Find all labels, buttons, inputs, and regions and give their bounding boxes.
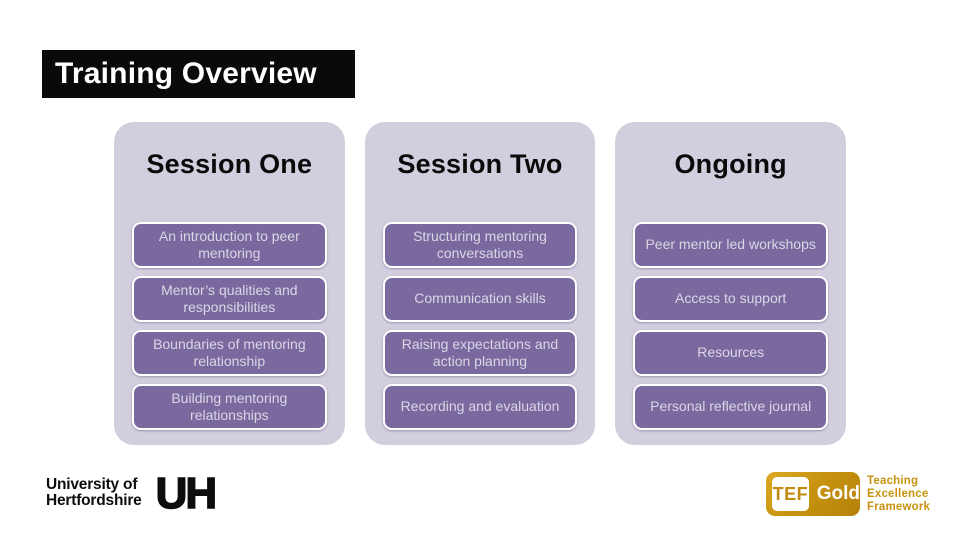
slide-title-bar: Training Overview <box>42 50 355 98</box>
column-session-one: Session One An introduction to peer ment… <box>114 122 345 445</box>
tef-gold-badge: TEF Gold Teaching Excellence Framework <box>766 472 930 516</box>
card: An introduction to peer mentoring <box>132 222 327 268</box>
column-header: Session Two <box>397 149 563 179</box>
uh-wordmark-line2: Hertfordshire <box>46 492 142 509</box>
card: Building mentoring relationships <box>132 384 327 430</box>
card: Structuring mentoring conversations <box>382 222 578 268</box>
tef-label-line2: Excellence <box>867 487 929 500</box>
uh-wordmark: University of Hertfordshire <box>46 477 142 509</box>
uh-wordmark-line1: University of <box>46 476 138 493</box>
university-of-hertfordshire-logo: University of Hertfordshire UH <box>46 469 218 518</box>
tef-level: Gold <box>816 483 860 504</box>
card: Access to support <box>633 276 829 322</box>
column-header: Session One <box>146 149 313 179</box>
card-list: An introduction to peer mentoring Mentor… <box>132 222 327 430</box>
card: Raising expectations and action planning <box>382 330 578 376</box>
tef-abbr-box: TEF <box>772 477 809 511</box>
card-list: Structuring mentoring conversations Comm… <box>382 222 578 430</box>
tef-label-line1: Teaching <box>867 474 919 487</box>
card: Recording and evaluation <box>382 384 578 430</box>
tef-gold-plate-icon: TEF Gold <box>766 472 860 516</box>
card: Communication skills <box>382 276 578 322</box>
tef-framework-label: Teaching Excellence Framework <box>867 475 930 514</box>
tef-abbr: TEF <box>772 483 809 504</box>
card: Peer mentor led workshops <box>633 222 829 268</box>
card: Personal reflective journal <box>633 384 829 430</box>
card: Mentor’s qualities and responsibilities <box>132 276 327 322</box>
uh-monogram-icon: UH <box>155 469 218 518</box>
training-columns: Session One An introduction to peer ment… <box>114 122 847 445</box>
slide-title: Training Overview <box>55 57 317 90</box>
tef-label-line3: Framework <box>867 500 931 513</box>
card-list: Peer mentor led workshops Access to supp… <box>633 222 829 430</box>
card: Boundaries of mentoring relationship <box>132 330 327 376</box>
column-ongoing: Ongoing Peer mentor led workshops Access… <box>615 122 847 445</box>
column-session-two: Session Two Structuring mentoring conver… <box>364 122 596 445</box>
card: Resources <box>633 330 829 376</box>
column-header: Ongoing <box>674 149 787 179</box>
